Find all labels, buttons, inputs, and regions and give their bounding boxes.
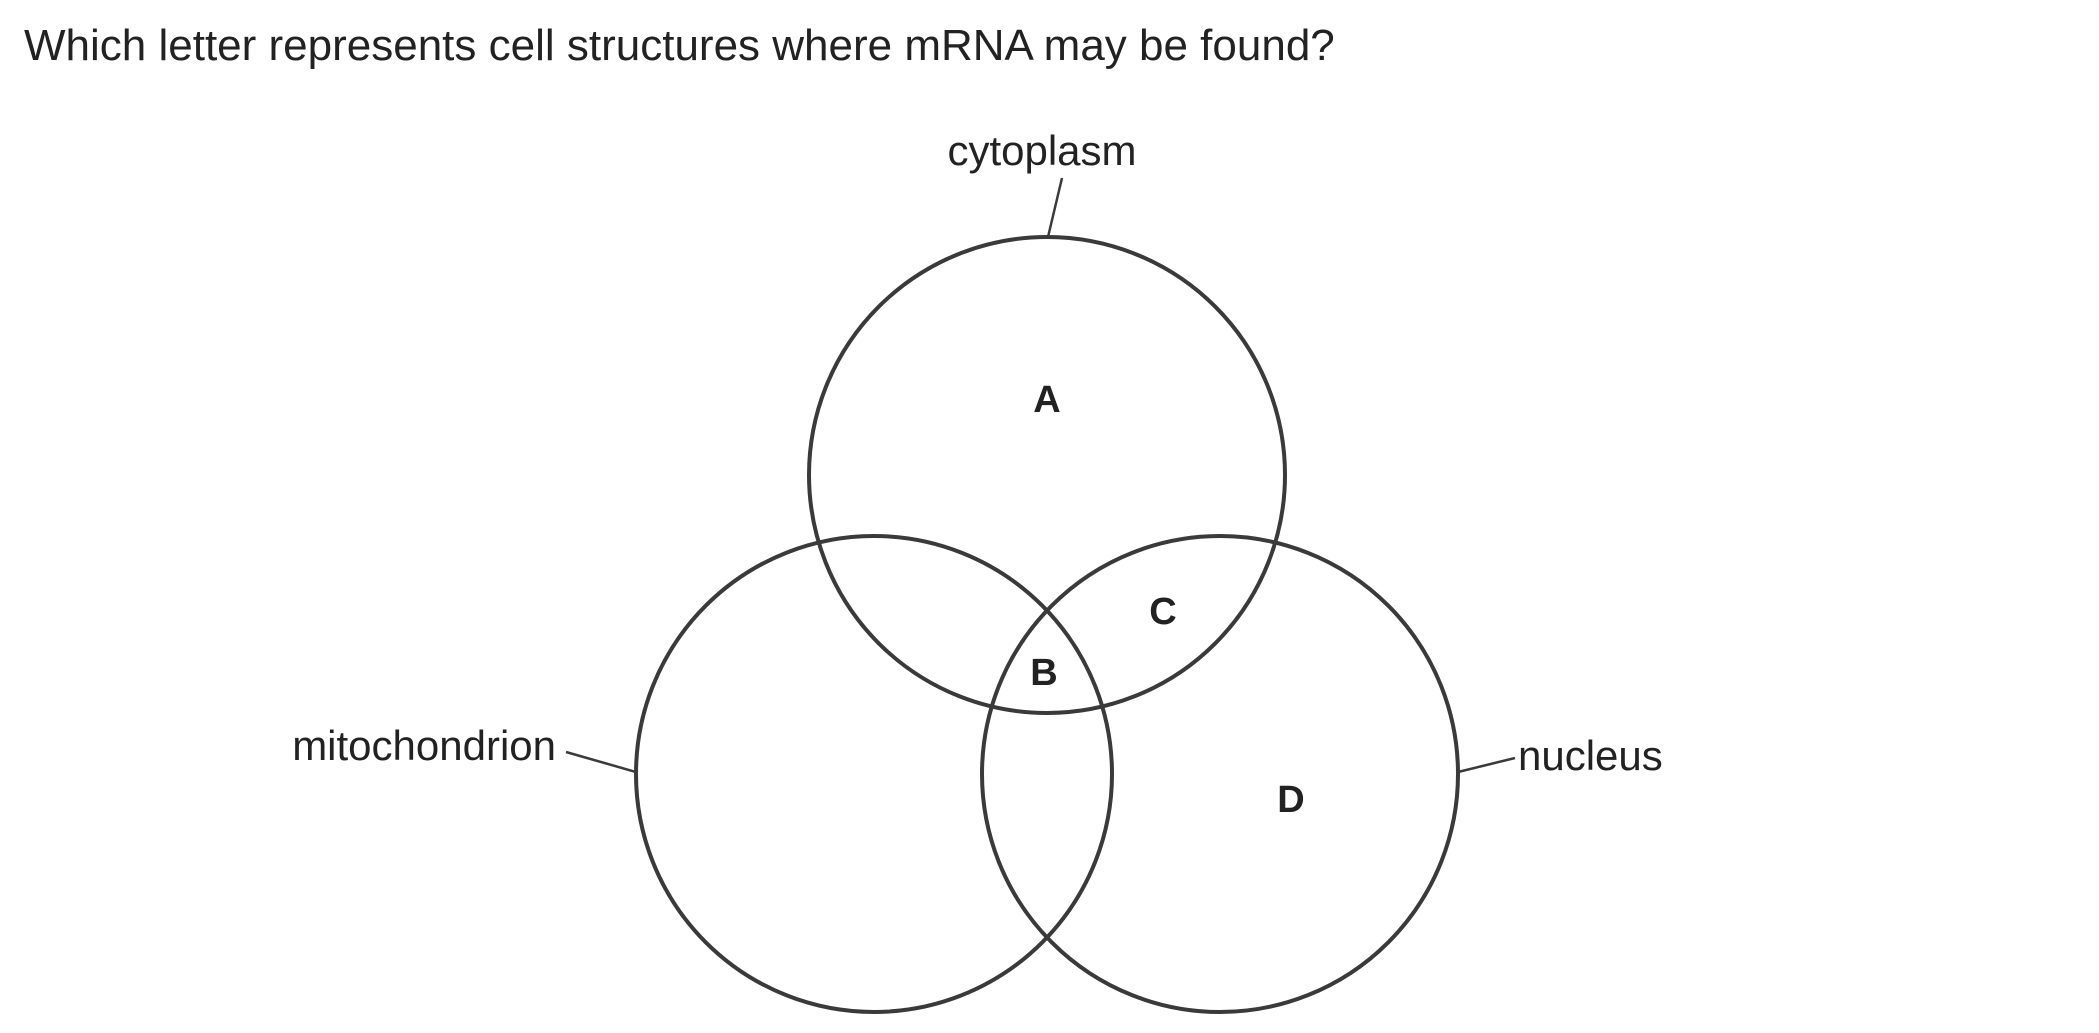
cytoplasm-leader-line — [1046, 177, 1064, 238]
mitochondrion-circle — [634, 534, 1114, 1014]
mitochondrion-label: mitochondrion — [292, 722, 556, 769]
nucleus-leader-line — [1457, 756, 1516, 774]
mitochondrion-leader-line — [565, 750, 637, 774]
region-c-label: C — [1149, 591, 1176, 633]
cytoplasm-label: cytoplasm — [947, 127, 1136, 174]
question-text: Which letter represents cell structures … — [24, 21, 1335, 70]
nucleus-label: nucleus — [1518, 732, 1663, 779]
region-a-label: A — [1033, 379, 1060, 421]
cytoplasm-circle — [807, 235, 1287, 715]
region-d-label: D — [1277, 779, 1304, 821]
nucleus-circle — [980, 534, 1460, 1014]
region-b-label: B — [1030, 652, 1057, 694]
